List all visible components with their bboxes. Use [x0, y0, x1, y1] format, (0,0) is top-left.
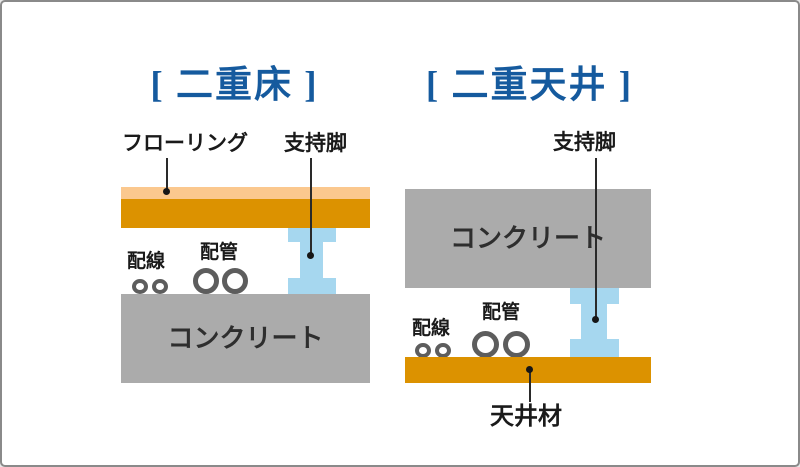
concrete-slab-right: [405, 189, 651, 288]
ibeam-web-left: [300, 242, 323, 278]
ceiling-leader-dot: [526, 366, 533, 373]
double-ceiling-title: [ 二重天井 ]: [425, 65, 634, 106]
flooring-main-layer: [121, 199, 370, 228]
wire-ring-right-2: [435, 343, 451, 358]
flooring-leader-line: [166, 158, 168, 192]
piping-label-right: 配管: [482, 302, 521, 323]
ceiling-leader-line: [529, 372, 531, 402]
wiring-label-left: 配線: [127, 251, 166, 272]
ceiling-material-label: 天井材: [490, 404, 562, 430]
support-leg-leader-line-right: [595, 158, 597, 320]
ibeam-bottom-flange-left: [288, 278, 336, 294]
flooring-label: フローリング: [122, 131, 248, 155]
pipe-ring-right-1: [472, 331, 499, 358]
wire-ring-left-1: [132, 279, 148, 294]
support-leg-label-right: 支持脚: [553, 130, 616, 154]
ibeam-bottom-flange-right: [570, 339, 619, 357]
flooring-leader-dot: [163, 188, 170, 195]
ibeam-top-flange-right: [570, 288, 619, 304]
concrete-label-left: コンクリート: [167, 324, 324, 353]
wire-ring-right-1: [415, 343, 431, 358]
support-leg-label-left: 支持脚: [284, 131, 347, 155]
support-leg-leader-dot-right: [592, 316, 599, 323]
wire-ring-left-2: [152, 279, 168, 294]
support-leg-leader-line-left: [310, 158, 312, 256]
double-floor-title: [ 二重床 ]: [150, 65, 319, 106]
ibeam-top-flange-left: [288, 228, 336, 242]
pipe-ring-right-2: [503, 331, 530, 358]
concrete-label-right: コンクリート: [449, 224, 606, 253]
wiring-label-right: 配線: [412, 318, 451, 339]
piping-label-left: 配管: [200, 242, 239, 263]
pipe-ring-left-1: [193, 268, 219, 294]
pipe-ring-left-2: [222, 268, 248, 294]
support-leg-leader-dot-left: [307, 252, 314, 259]
flooring-top-layer: [121, 187, 370, 199]
concrete-slab-left: [121, 294, 370, 383]
